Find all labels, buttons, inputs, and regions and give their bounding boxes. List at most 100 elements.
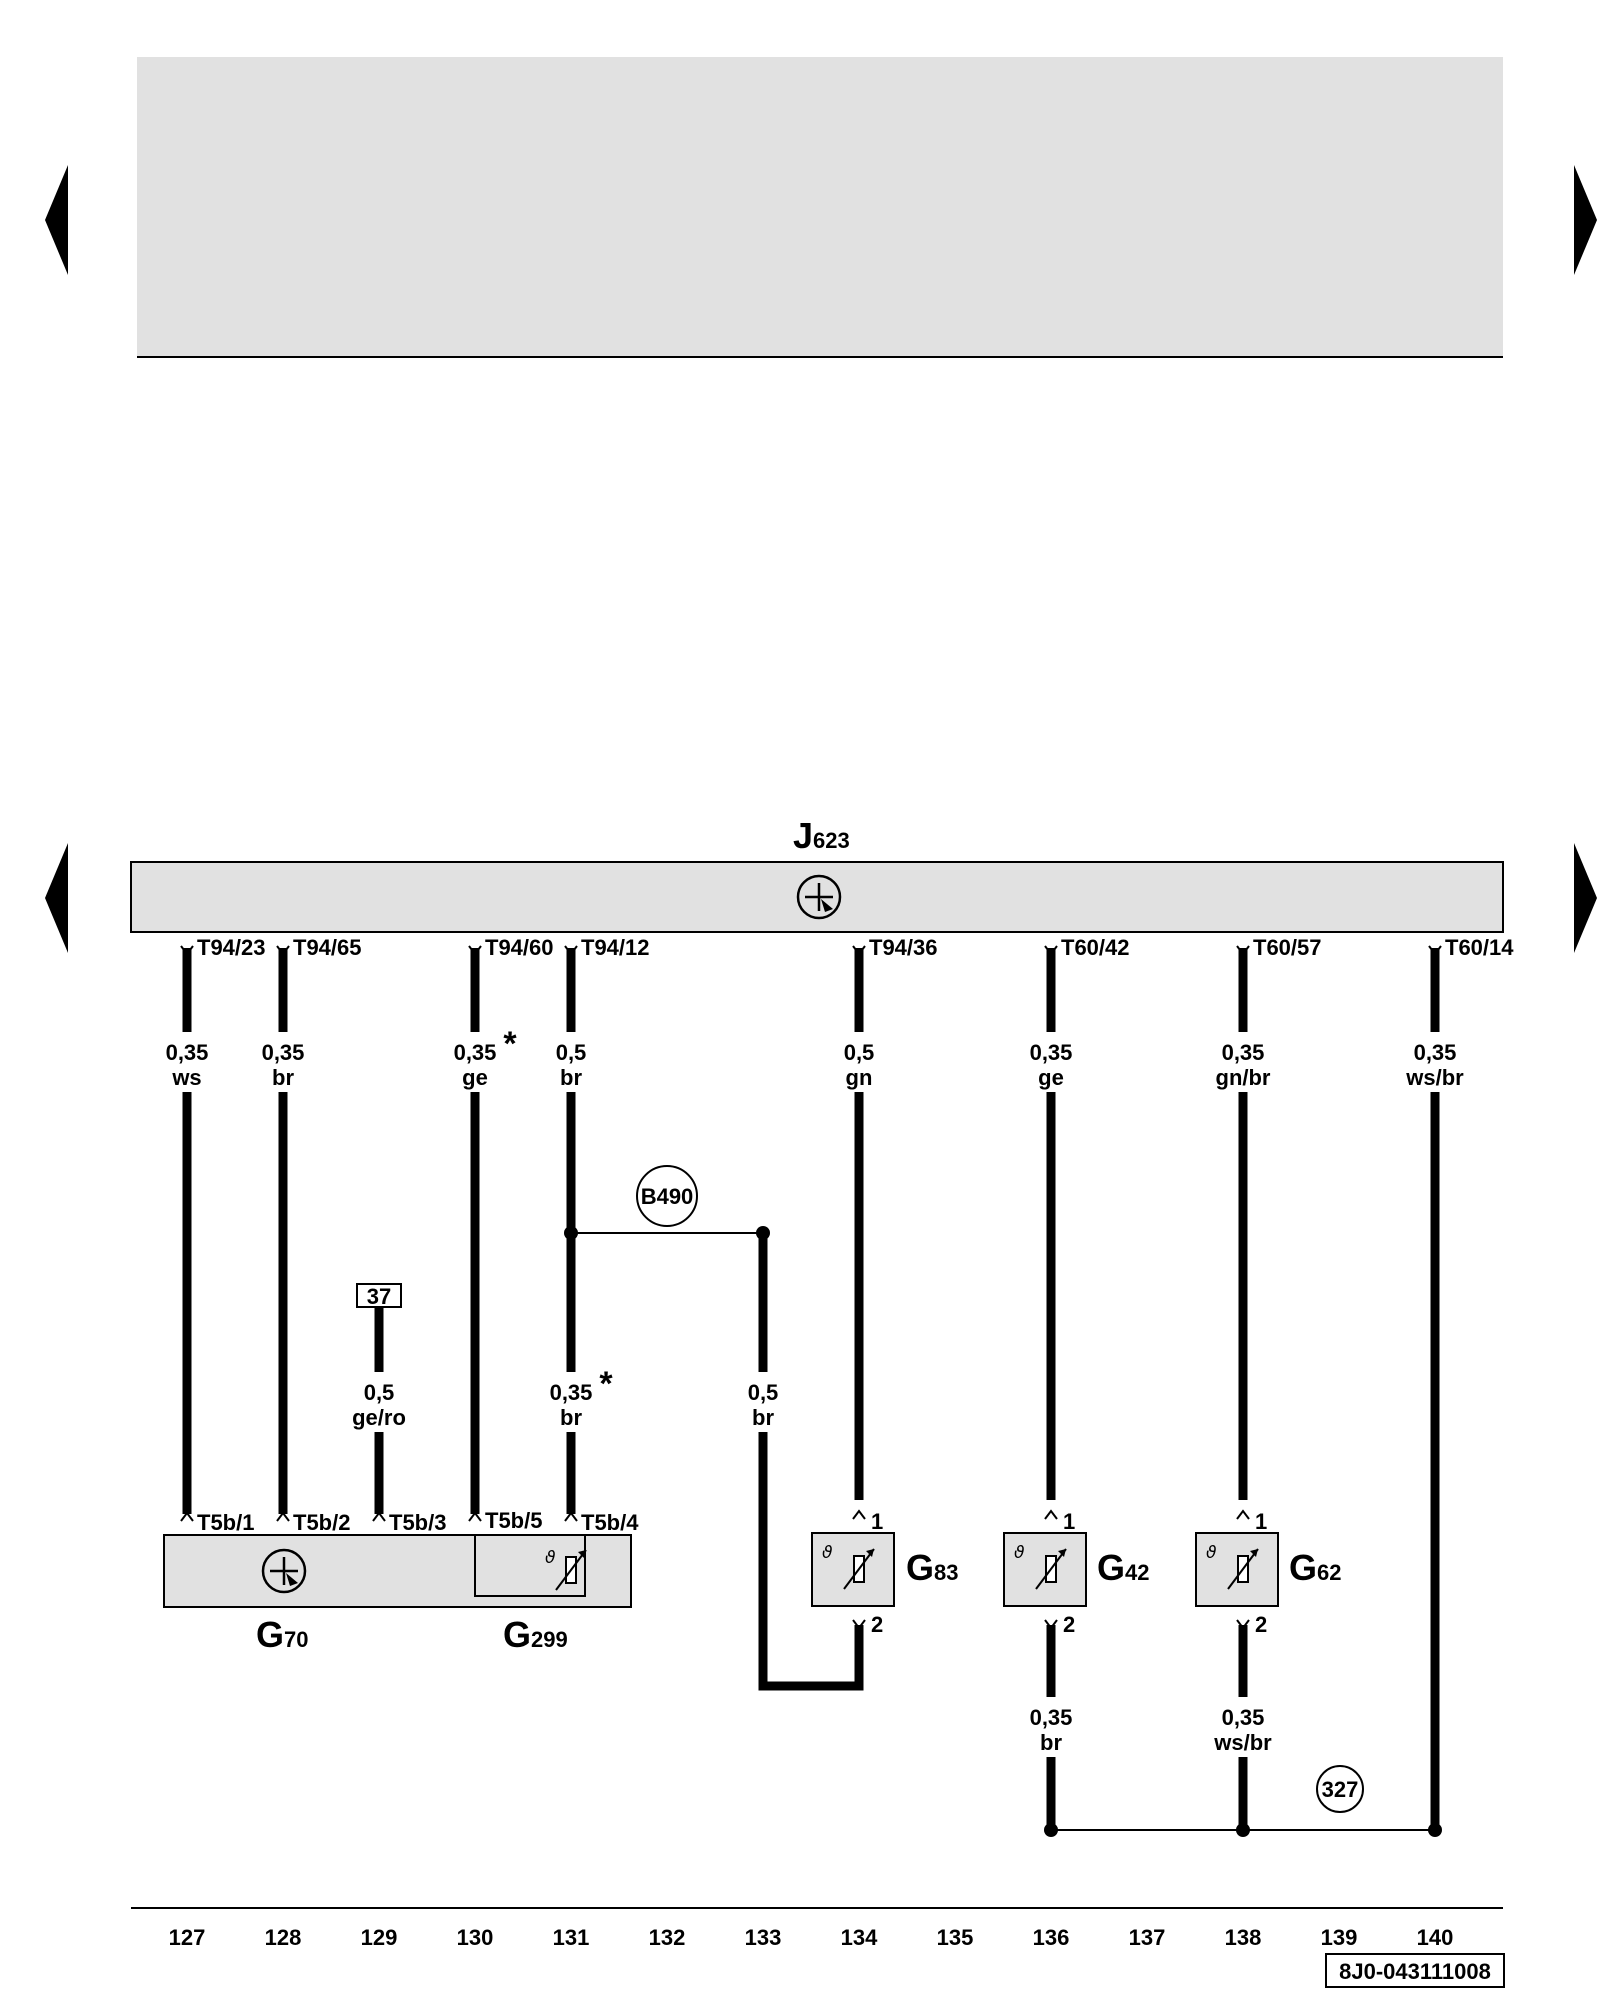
svg-text:128: 128: [265, 1925, 302, 1950]
connection-327-label: 327: [1322, 1777, 1359, 1802]
svg-text:132: 132: [649, 1925, 686, 1950]
reference-box-label: 37: [367, 1284, 391, 1309]
wire-spec-label: br: [1040, 1730, 1062, 1755]
component-label-g299: G299: [503, 1614, 568, 1655]
svg-text:br: br: [560, 1065, 582, 1090]
wire-spec-label: 0,35: [550, 1380, 593, 1405]
component-label-g42: G42: [1097, 1547, 1150, 1588]
electronic-module-icon: [261, 1548, 307, 1594]
wire-spec-label: br: [752, 1405, 774, 1430]
svg-text:T5b/4: T5b/4: [581, 1510, 639, 1535]
svg-text:0,35: 0,35: [1222, 1040, 1265, 1065]
component-label-g83: G83: [906, 1547, 959, 1588]
svg-text:ϑ: ϑ: [1014, 1543, 1025, 1563]
svg-text:ws/br: ws/br: [1405, 1065, 1464, 1090]
pin-label: T94/65: [293, 935, 362, 960]
svg-text:129: 129: [361, 1925, 398, 1950]
g70-pin-labels: T5b/1 T5b/2 T5b/3 T5b/5 T5b/4: [197, 1508, 639, 1535]
wire-spec-label: 0,35: [1222, 1705, 1265, 1730]
svg-text:133: 133: [745, 1925, 782, 1950]
wire-133: [758, 1233, 864, 1691]
svg-text:ϑ: ϑ: [1206, 1543, 1217, 1563]
pin-connectors-g70: [180, 1511, 578, 1522]
svg-text:139: 139: [1321, 1925, 1358, 1950]
svg-text:1: 1: [871, 1509, 883, 1534]
svg-text:*: *: [503, 1025, 517, 1063]
svg-text:2: 2: [871, 1612, 883, 1637]
connection-b490-circle: [636, 1165, 698, 1227]
wire-spec-label: 0,35: [1030, 1705, 1073, 1730]
temperature-sensor-icon: ϑ: [545, 1548, 587, 1591]
pin-label: T60/42: [1061, 935, 1130, 960]
svg-text:ws: ws: [171, 1065, 201, 1090]
pin-connectors-top: [180, 945, 1442, 956]
svg-text:2: 2: [1063, 1612, 1075, 1637]
svg-text:br: br: [272, 1065, 294, 1090]
junction-dot: [1428, 1823, 1442, 1837]
svg-text:1: 1: [1063, 1509, 1075, 1534]
svg-text:gn: gn: [846, 1065, 873, 1090]
next-page-arrow-icon[interactable]: [1574, 165, 1597, 275]
doc-code-box: [1325, 1953, 1505, 1988]
svg-text:0,5: 0,5: [556, 1040, 587, 1065]
svg-text:ϑ: ϑ: [545, 1548, 556, 1568]
svg-text:T5b/3: T5b/3: [389, 1510, 446, 1535]
header-panel: [137, 57, 1503, 357]
junction-dot: [564, 1226, 578, 1240]
prev-page-arrow-icon[interactable]: [45, 843, 68, 953]
svg-text:ge: ge: [1038, 1065, 1064, 1090]
electronic-module-icon: [796, 874, 842, 920]
wire-spec-label: ge/ro: [352, 1405, 406, 1430]
top-pin-labels: T94/23 T94/65 T94/60 T94/12 T94/36 T60/4…: [197, 935, 1514, 960]
junction-dot: [1044, 1823, 1058, 1837]
wire-spec-label: ws/br: [1213, 1730, 1272, 1755]
sensor-g42: ϑ: [1003, 1532, 1087, 1607]
svg-text:127: 127: [169, 1925, 206, 1950]
svg-text:0,35: 0,35: [1414, 1040, 1457, 1065]
svg-text:0,35: 0,35: [1030, 1040, 1073, 1065]
wire-spec-labels: 0,35 ws 0,35 br 0,35 ge * 0,5 br 0,5 gn …: [160, 1025, 1467, 1092]
pin-label: T60/14: [1445, 935, 1514, 960]
svg-text:0,35: 0,35: [262, 1040, 305, 1065]
connection-b490-label: B490: [641, 1184, 694, 1209]
asterisk-mark: *: [599, 1365, 613, 1403]
svg-text:130: 130: [457, 1925, 494, 1950]
svg-text:0,35: 0,35: [166, 1040, 209, 1065]
wire-spec-label: 0,5: [748, 1380, 779, 1405]
svg-text:0,5: 0,5: [844, 1040, 875, 1065]
svg-text:2: 2: [1255, 1612, 1267, 1637]
svg-text:135: 135: [937, 1925, 974, 1950]
junction-dot: [1236, 1823, 1250, 1837]
wire-spec-label: br: [560, 1405, 582, 1430]
doc-code: 8J0-043111008: [1339, 1959, 1491, 1984]
svg-text:0,35: 0,35: [454, 1040, 497, 1065]
component-label-g70: G70: [256, 1614, 309, 1655]
footer-track-numbers: 127 128 129 130 131 132 133 134 135 136 …: [169, 1925, 1454, 1950]
svg-text:gn/br: gn/br: [1216, 1065, 1271, 1090]
pin-label: T94/36: [869, 935, 938, 960]
pin-label: T94/12: [581, 935, 650, 960]
svg-text:T5b/1: T5b/1: [197, 1510, 254, 1535]
svg-text:136: 136: [1033, 1925, 1070, 1950]
svg-text:ϑ: ϑ: [822, 1543, 833, 1563]
connection-327-circle: [1316, 1765, 1364, 1813]
sensor-g62: ϑ: [1195, 1532, 1279, 1607]
sensor-pin-labels: 1 1 1 2 2 2: [871, 1509, 1267, 1637]
svg-text:1: 1: [1255, 1509, 1267, 1534]
g299-inner-box: [474, 1534, 586, 1597]
svg-text:T5b/2: T5b/2: [293, 1510, 350, 1535]
sensor-g83: ϑ: [811, 1532, 895, 1607]
svg-text:T5b/5: T5b/5: [485, 1508, 542, 1533]
next-page-arrow-icon[interactable]: [1574, 843, 1597, 953]
component-label-j623: J623: [793, 815, 850, 856]
prev-page-arrow-icon[interactable]: [45, 165, 68, 275]
svg-text:ge: ge: [462, 1065, 488, 1090]
svg-text:140: 140: [1417, 1925, 1454, 1950]
pin-label: T60/57: [1253, 935, 1322, 960]
svg-text:134: 134: [841, 1925, 878, 1950]
wire-spec-label: 0,5: [364, 1380, 395, 1405]
pin-label: T94/23: [197, 935, 266, 960]
component-label-g62: G62: [1289, 1547, 1342, 1588]
pin-label: T94/60: [485, 935, 554, 960]
